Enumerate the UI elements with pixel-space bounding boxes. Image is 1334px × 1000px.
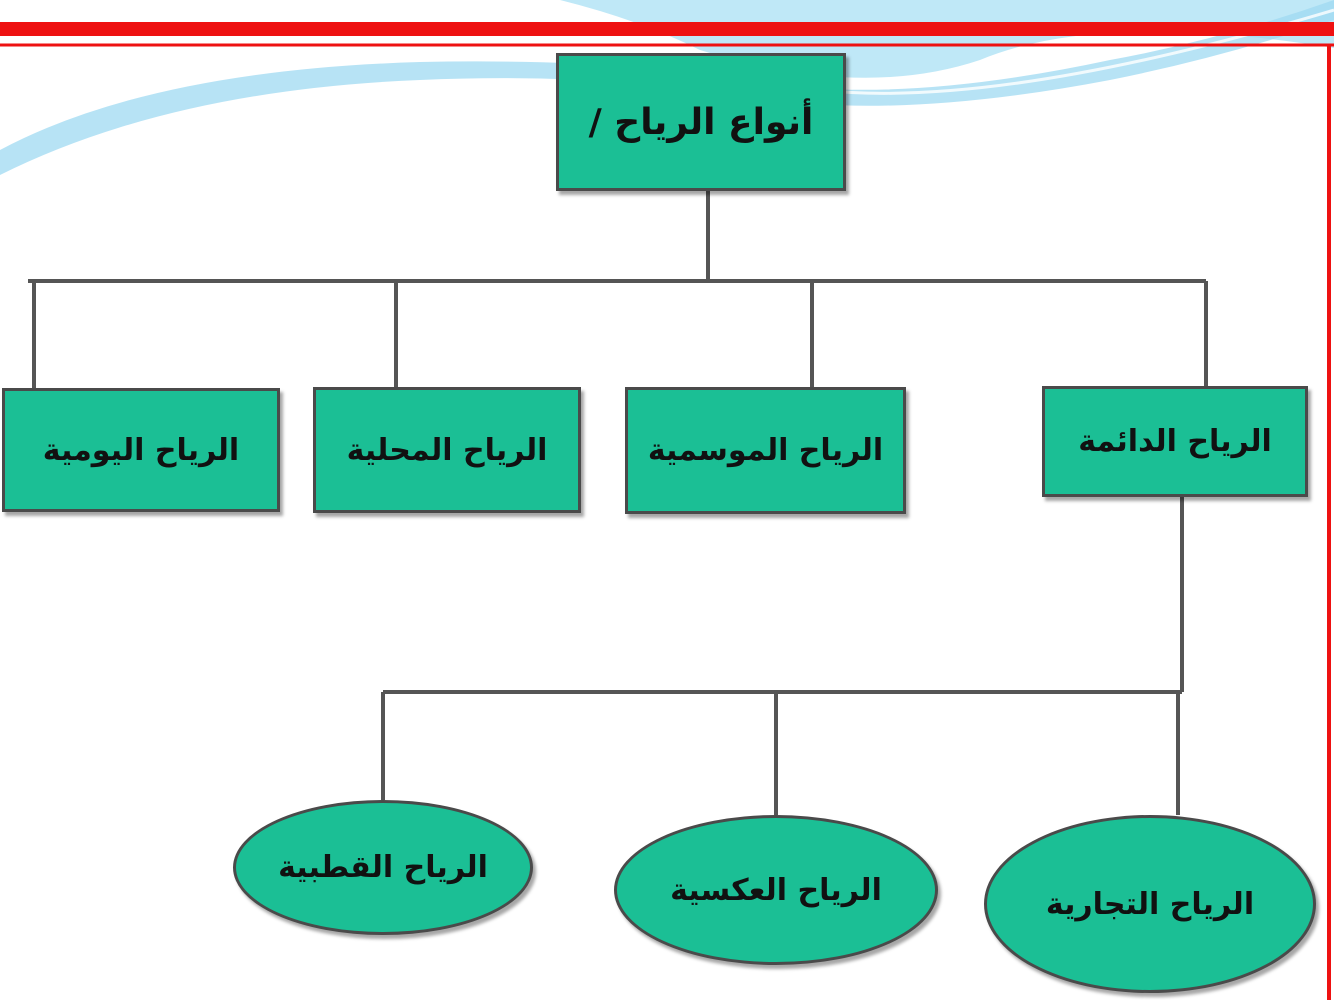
wave-decoration-swoosh (0, 0, 1334, 175)
node-trade-winds-label: الرياح التجارية (1045, 886, 1255, 922)
node-local-winds-label: الرياح المحلية (346, 432, 548, 468)
node-monsoon-winds: الرياح الموسمية (625, 387, 906, 514)
node-trade-winds: الرياح التجارية (984, 815, 1316, 993)
node-monsoon-winds-label: الرياح الموسمية (647, 433, 884, 468)
node-anti-trade-winds-label: الرياح العكسية (670, 872, 882, 908)
node-polar-winds: الرياح القطبية (233, 800, 533, 935)
node-wind-types-label: أنواع الرياح / (588, 101, 814, 143)
node-anti-trade-winds: الرياح العكسية (614, 815, 938, 965)
node-wind-types: أنواع الرياح / (556, 53, 846, 191)
node-permanent-winds: الرياح الدائمة (1042, 386, 1308, 497)
node-local-winds: الرياح المحلية (313, 387, 581, 513)
node-daily-winds-label: الرياح اليومية (42, 432, 240, 468)
node-permanent-winds-label: الرياح الدائمة (1078, 424, 1272, 459)
connectors (28, 191, 1208, 815)
node-polar-winds-label: الرياح القطبية (278, 850, 488, 885)
node-daily-winds: الرياح اليومية (2, 388, 280, 512)
